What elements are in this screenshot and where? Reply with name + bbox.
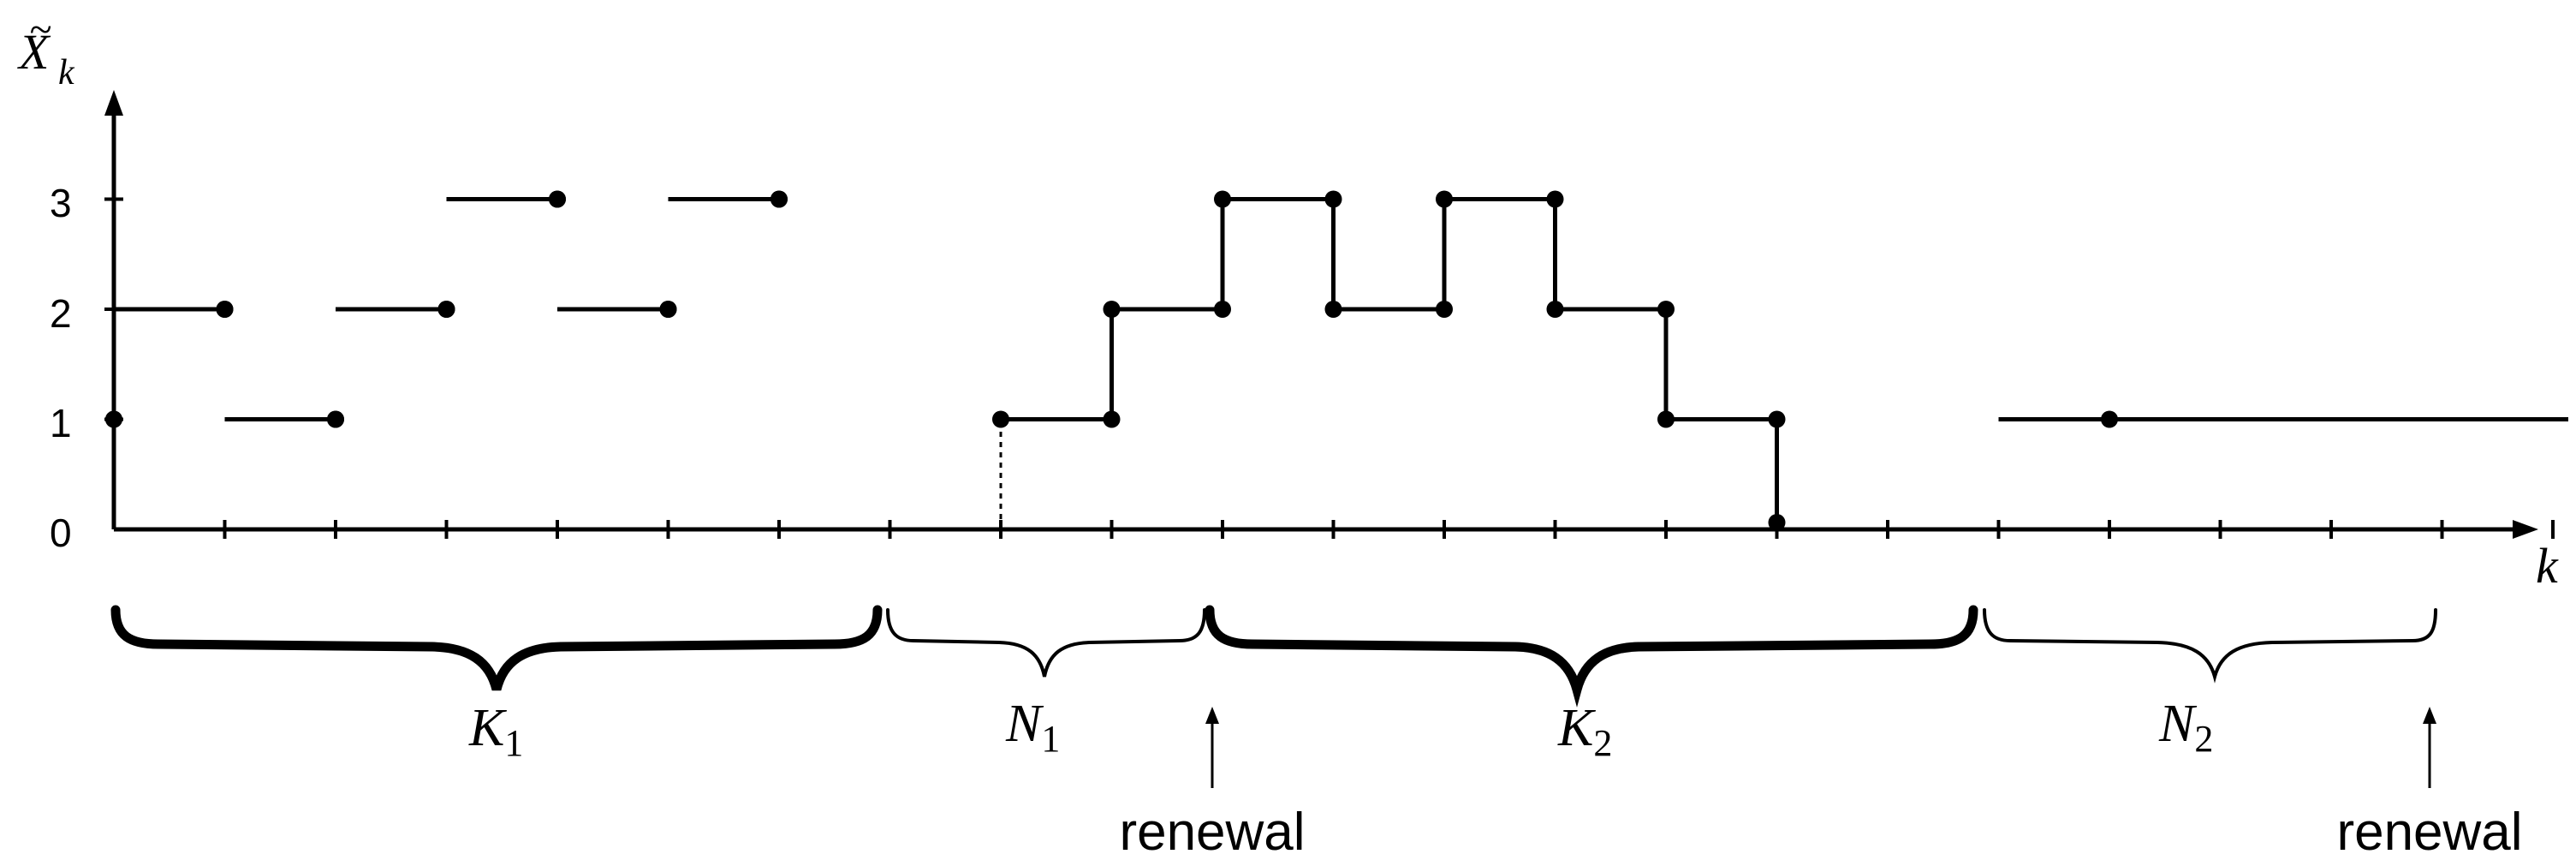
y-tick-3: 3 [50, 181, 72, 225]
process-point [327, 410, 344, 428]
brace-k1 [110, 605, 883, 691]
renewal-arrow-1-icon [1205, 707, 1219, 724]
process-point [1768, 514, 1786, 531]
brace-n2 [1983, 608, 2437, 684]
renewal-markers: renewal renewal [1119, 707, 2523, 862]
x-axis-title: k [2536, 538, 2559, 594]
process-point [549, 190, 566, 208]
renewal-label-1: renewal [1119, 803, 1305, 862]
y-tick-0: 0 [50, 511, 72, 555]
label-k1: K1 [468, 699, 523, 764]
brace-k2 [1205, 605, 1978, 708]
y-axis-title: ~ X k [17, 7, 75, 93]
renewal-arrow-2-icon [2423, 707, 2436, 724]
axes [104, 90, 2538, 539]
y-axis-title-base: X [17, 24, 51, 80]
x-axis-arrow-icon [2513, 520, 2538, 539]
y-axis-title-sub: k [58, 53, 75, 93]
process-point [770, 190, 788, 208]
process-path [105, 190, 2568, 531]
label-k2: K2 [1557, 699, 1612, 764]
y-tick-1: 1 [50, 401, 72, 445]
brace-labels: K1 N1 K2 N2 [468, 695, 2213, 764]
label-n1: N1 [1005, 695, 1060, 760]
braces [110, 605, 2437, 708]
process-point [659, 301, 677, 318]
y-tick-labels: 0 1 2 3 [50, 181, 72, 555]
y-axis-arrow-icon [104, 90, 123, 116]
process-point [437, 301, 455, 318]
label-n2: N2 [2158, 695, 2213, 760]
y-axis-title-accent: ~ [29, 7, 51, 52]
y-tick-2: 2 [50, 291, 72, 336]
brace-n1 [886, 608, 1206, 678]
process-point [216, 301, 234, 318]
renewal-label-2: renewal [2336, 803, 2522, 862]
process-point [105, 410, 122, 428]
